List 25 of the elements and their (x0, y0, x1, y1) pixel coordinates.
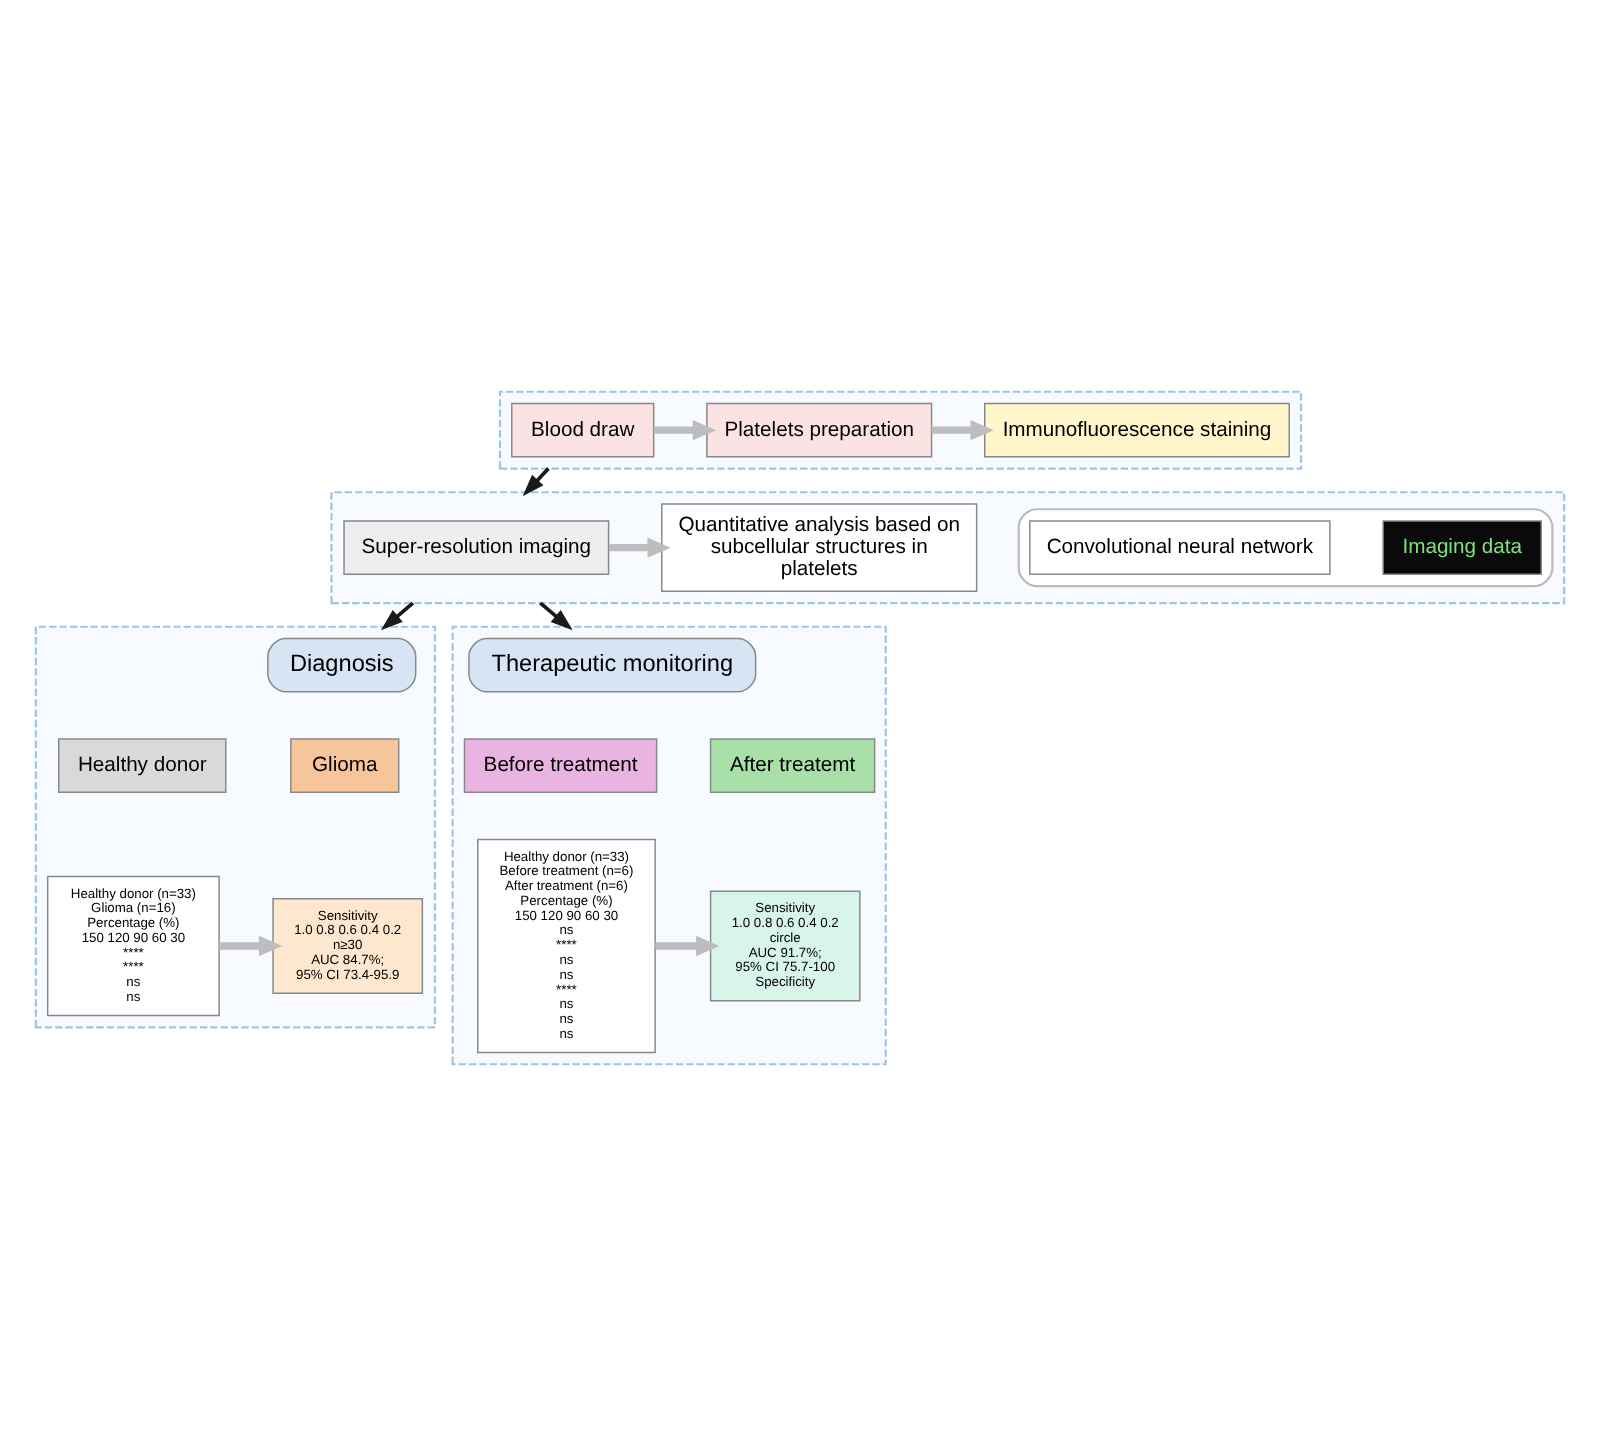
node-box: After treatemt (709, 738, 876, 794)
arrow (539, 601, 573, 631)
cluster (498, 390, 1303, 470)
arrow (653, 420, 717, 441)
node-box: Healthy donor (58, 738, 227, 794)
node-box: Diagnosis (267, 637, 417, 693)
arrow (608, 537, 671, 558)
node-box: Glioma (290, 738, 400, 794)
node-box: Therapeutic monitoring (468, 637, 757, 693)
node-box: Super-resolution imaging (343, 520, 610, 575)
cluster (1017, 508, 1554, 588)
arrow (655, 935, 720, 957)
arrow (219, 935, 283, 957)
arrow (380, 601, 415, 631)
node-box: Convolutional neural network (1029, 520, 1331, 575)
node-box: Immunofluorescence staining (984, 402, 1290, 458)
cluster (34, 625, 437, 1029)
node-box: Blood draw (511, 402, 655, 458)
cluster (451, 625, 887, 1066)
node-box: Platelets preparation (706, 402, 933, 458)
node-box: Before treatment (463, 738, 658, 794)
node-box: Quantitative analysis based on subcellular structures in platelets (661, 503, 978, 592)
arrow (931, 420, 994, 441)
node-box: Imaging data (1382, 520, 1542, 575)
cluster (330, 491, 1566, 605)
